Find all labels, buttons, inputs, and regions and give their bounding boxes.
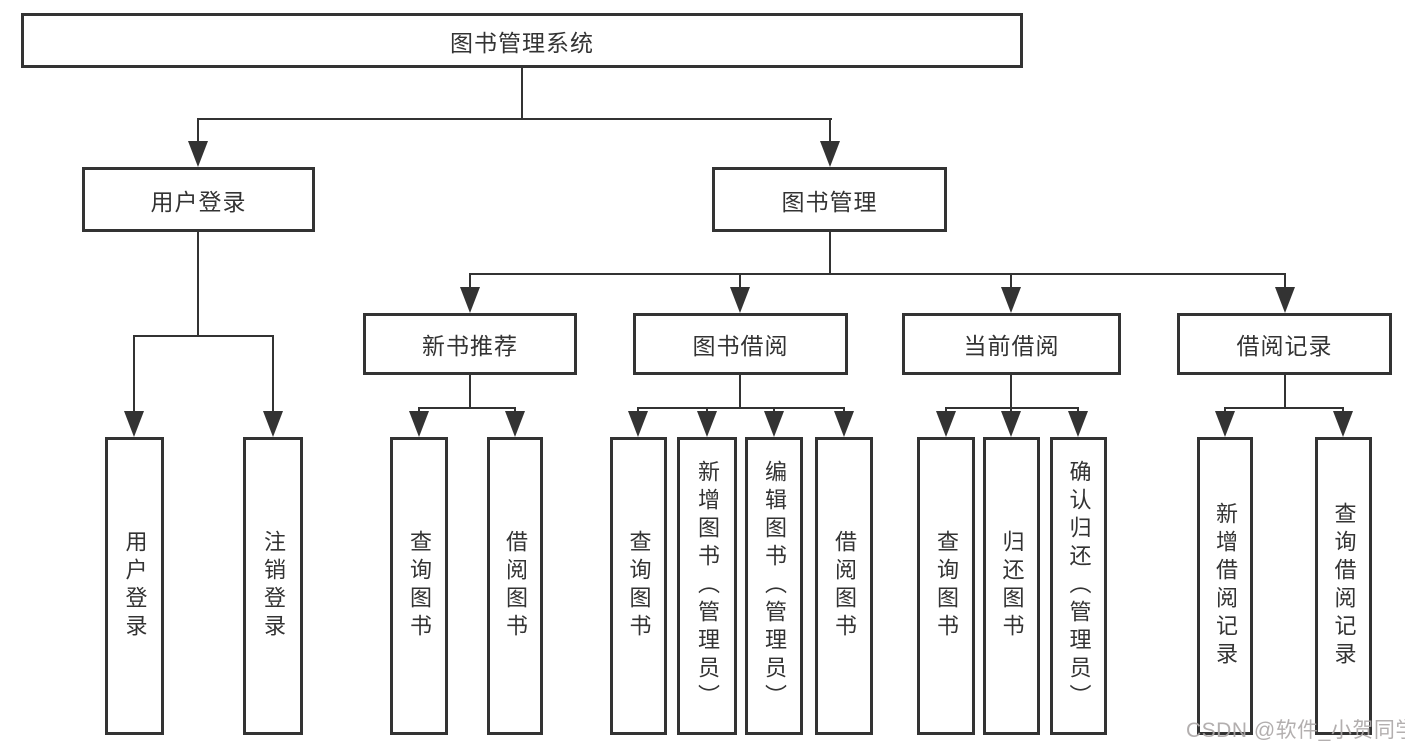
arrowhead-icon: [730, 287, 750, 313]
connector-drop: [418, 407, 420, 413]
connector-drop: [1224, 407, 1226, 413]
leaf-borrow-books: 借阅图书: [815, 437, 873, 735]
connector-drop: [773, 407, 775, 413]
connector-drop: [739, 273, 741, 289]
node-new-book-recommend: 新书推荐: [363, 313, 577, 375]
leaf-add-books-admin: 新增图书（管理员）: [677, 437, 737, 735]
connector-drop: [272, 335, 274, 412]
leaf-query-borrow-record: 查询借阅记录: [1315, 437, 1372, 735]
connector-current-borrow-stub: [1010, 375, 1012, 407]
connector-current-borrow-rail: [945, 407, 1079, 409]
connector-drop: [945, 407, 947, 413]
arrowhead-icon: [409, 411, 429, 437]
connector-borrow-records-rail: [1224, 407, 1344, 409]
node-book-borrow: 图书借阅: [633, 313, 848, 375]
leaf-confirm-return-admin-label: 确认归还（管理员）: [1066, 460, 1092, 712]
node-user-login-label: 用户登录: [150, 188, 247, 215]
connector-borrow-records-stub: [1284, 375, 1286, 407]
connector-level3-rail: [469, 273, 1286, 275]
leaf-query-books-borrow: 查询图书: [610, 437, 667, 735]
arrowhead-icon: [1333, 411, 1353, 437]
leaf-edit-books-admin: 编辑图书（管理员）: [745, 437, 803, 735]
connector-drop: [1077, 407, 1079, 413]
node-root: 图书管理系统: [21, 13, 1023, 68]
node-book-borrow-label: 图书借阅: [692, 333, 789, 359]
arrowhead-icon: [124, 411, 144, 437]
connector-drop: [843, 407, 845, 413]
leaf-return-books: 归还图书: [983, 437, 1040, 735]
connector-root-stub: [521, 68, 523, 118]
leaf-edit-books-admin-label: 编辑图书（管理员）: [762, 460, 787, 712]
node-book-management-label: 图书管理: [781, 188, 878, 215]
leaf-add-borrow-record: 新增借阅记录: [1197, 437, 1253, 735]
connector-drop: [637, 407, 639, 413]
leaf-add-books-admin-label: 新增图书（管理员）: [695, 460, 720, 712]
leaf-query-books-borrow-label: 查询图书: [626, 530, 652, 642]
connector-new-book-rail: [418, 407, 516, 409]
node-current-borrow-label: 当前借阅: [963, 333, 1060, 359]
connector-new-book-stub: [469, 375, 471, 407]
leaf-logout-label: 注销登录: [261, 530, 286, 642]
arrowhead-icon: [188, 141, 208, 167]
node-new-book-recommend-label: 新书推荐: [422, 333, 518, 359]
arrowhead-icon: [1275, 287, 1295, 313]
arrowhead-icon: [834, 411, 854, 437]
leaf-user-login-label: 用户登录: [122, 530, 148, 642]
leaf-add-borrow-record-label: 新增借阅记录: [1213, 502, 1238, 670]
leaf-logout: 注销登录: [243, 437, 303, 735]
arrowhead-icon: [1001, 287, 1021, 313]
connector-drop: [133, 335, 135, 412]
connector-user-login-drop: [197, 118, 199, 144]
leaf-query-borrow-record-label: 查询借阅记录: [1331, 502, 1357, 670]
leaf-borrow-books-recommend-label: 借阅图书: [503, 530, 528, 642]
arrowhead-icon: [460, 287, 480, 313]
leaf-borrow-books-recommend: 借阅图书: [487, 437, 543, 735]
node-current-borrow: 当前借阅: [902, 313, 1121, 375]
connector-drop: [1010, 273, 1012, 289]
leaf-query-books-recommend: 查询图书: [390, 437, 448, 735]
leaf-user-login: 用户登录: [105, 437, 164, 735]
node-book-management: 图书管理: [712, 167, 947, 232]
leaf-borrow-books-label: 借阅图书: [832, 530, 857, 642]
leaf-query-books-recommend-label: 查询图书: [407, 530, 432, 642]
node-borrow-records-label: 借阅记录: [1236, 333, 1333, 359]
connector-drop: [1010, 407, 1012, 413]
leaf-query-books-current: 查询图书: [917, 437, 975, 735]
connector-drop: [706, 407, 708, 413]
connector-drop: [1342, 407, 1344, 413]
node-root-label: 图书管理系统: [450, 29, 594, 56]
arrowhead-icon: [764, 411, 784, 437]
arrowhead-icon: [820, 141, 840, 167]
connector-book-mgmt-stub: [829, 232, 831, 273]
connector-drop: [1284, 273, 1286, 289]
connector-user-login-stub: [197, 232, 199, 335]
connector-book-borrow-rail: [637, 407, 845, 409]
arrowhead-icon: [936, 411, 956, 437]
connector-drop: [514, 407, 516, 413]
arrowhead-icon: [1001, 411, 1021, 437]
connector-drop: [469, 273, 471, 289]
connector-book-borrow-stub: [739, 375, 741, 407]
leaf-confirm-return-admin: 确认归还（管理员）: [1050, 437, 1107, 735]
connector-user-login-rail: [133, 335, 274, 337]
connector-level2-rail: [197, 118, 832, 120]
arrowhead-icon: [628, 411, 648, 437]
arrowhead-icon: [1215, 411, 1235, 437]
arrowhead-icon: [1068, 411, 1088, 437]
arrowhead-icon: [263, 411, 283, 437]
arrowhead-icon: [505, 411, 525, 437]
arrowhead-icon: [697, 411, 717, 437]
node-borrow-records: 借阅记录: [1177, 313, 1392, 375]
connector-book-mgmt-drop: [829, 118, 831, 144]
leaf-query-books-current-label: 查询图书: [934, 530, 959, 642]
leaf-return-books-label: 归还图书: [999, 530, 1025, 642]
node-user-login: 用户登录: [82, 167, 315, 232]
